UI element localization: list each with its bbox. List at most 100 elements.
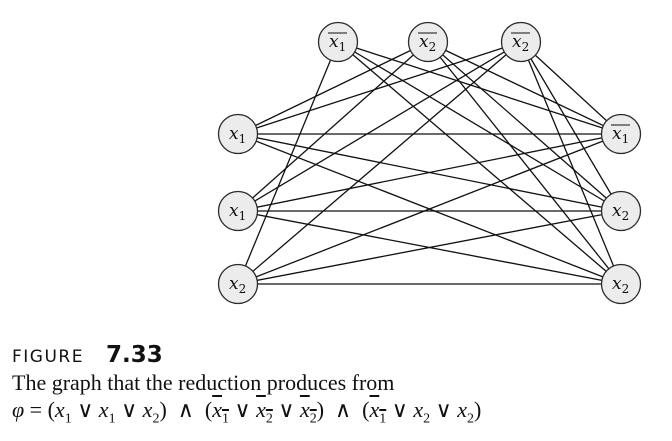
literal-var: x — [212, 397, 222, 422]
node-circle — [600, 190, 642, 232]
formula-paren: ) — [159, 397, 167, 422]
node-circle — [407, 21, 449, 63]
formula-paren: ( — [204, 397, 213, 422]
formula-phi: φ — [12, 397, 25, 422]
graph-edges — [237, 41, 622, 285]
formula: φ = (x1 ∨ x1 ∨ x2) ∧ (x1 ∨ x2 ∨ x2) ∧ (x… — [12, 396, 662, 433]
node-sub: 2 — [522, 40, 530, 54]
node-var: x — [612, 201, 622, 221]
figure-heading: FIGURE 7.33 — [12, 342, 662, 370]
node-circle — [317, 21, 359, 63]
literal-var: x — [299, 397, 310, 422]
negated-literal: x2 — [299, 397, 317, 426]
literal-var: x — [256, 397, 266, 422]
node-c3a: x1 — [600, 113, 642, 155]
negated-literal: x2 — [256, 397, 273, 426]
node-circle — [600, 113, 642, 155]
literal-sub: 2 — [423, 411, 431, 427]
node-c3b: x2 — [600, 190, 642, 232]
formula-or: ∨ — [228, 397, 257, 422]
node-var: x — [329, 32, 339, 52]
negated-literal: x1 — [369, 397, 386, 426]
node-var: x — [612, 274, 622, 294]
edge-c2b-c3b — [427, 41, 622, 212]
literal-var: x — [413, 397, 424, 422]
node-circle — [600, 263, 642, 305]
literal-var: x — [142, 397, 153, 422]
node-label: x1 — [612, 124, 629, 146]
node-label: x2 — [419, 32, 436, 54]
edge-c2c-c3a — [520, 41, 622, 135]
literal-sub: 1 — [108, 411, 116, 427]
node-circle — [217, 113, 259, 155]
figure-label: FIGURE — [12, 347, 84, 367]
node-c2c: x2 — [500, 21, 542, 63]
edge-c2a-c3c — [337, 41, 622, 285]
node-var: x — [229, 274, 239, 294]
node-var: x — [512, 32, 522, 52]
node-label: x2 — [512, 32, 529, 54]
node-sub: 2 — [622, 209, 630, 223]
formula-or: ∨ — [71, 397, 99, 422]
formula-or: ∨ — [386, 397, 414, 422]
edge-c1a-c2c — [237, 41, 522, 135]
node-label: x1 — [329, 32, 346, 54]
node-circle — [500, 21, 542, 63]
node-label: x1 — [229, 201, 246, 223]
edge-c1c-c3a — [237, 133, 622, 285]
literal: x2 — [457, 397, 474, 426]
formula-or: ∨ — [430, 397, 458, 422]
node-var: x — [229, 201, 239, 221]
node-c1b: x1 — [217, 190, 259, 232]
node-c2b: x2 — [407, 21, 449, 63]
node-sub: 1 — [239, 132, 247, 146]
edge-c2b-c3c — [427, 41, 622, 285]
formula-paren: ( — [362, 397, 370, 422]
node-sub: 1 — [622, 132, 630, 146]
literal-var: x — [369, 397, 380, 422]
literal-sub: 2 — [467, 411, 474, 427]
literal-sub: 2 — [152, 411, 160, 427]
node-var: x — [419, 32, 429, 52]
edge-c1b-c2c — [237, 41, 522, 212]
formula-or: ∨ — [272, 397, 300, 422]
node-sub: 1 — [339, 40, 347, 54]
edge-c1b-c3a — [237, 133, 622, 212]
node-sub: 2 — [239, 282, 247, 296]
figure-caption: FIGURE 7.33 The graph that the reduction … — [12, 342, 662, 433]
node-label: x2 — [612, 274, 629, 296]
edge-c2b-c3a — [427, 41, 622, 135]
literal-var: x — [54, 397, 65, 422]
literal: x1 — [54, 397, 72, 426]
edge-c2a-c3a — [337, 41, 622, 135]
node-var: x — [612, 124, 622, 144]
formula-or: ∨ — [115, 397, 143, 422]
node-sub: 2 — [429, 40, 437, 54]
literal-sub: 1 — [379, 411, 387, 427]
caption-text: The graph that the reduction produces fr… — [12, 370, 395, 395]
literal: x2 — [142, 397, 160, 426]
edge-c1c-c3b — [237, 210, 622, 285]
formula-and: ∧ — [324, 397, 363, 422]
node-c1a: x1 — [217, 113, 259, 155]
edge-c1b-c2b — [237, 41, 429, 212]
node-sub: 1 — [239, 209, 247, 223]
node-var: x — [229, 124, 239, 144]
literal-sub: 1 — [64, 411, 72, 427]
literal: x1 — [99, 397, 116, 426]
node-circle — [217, 263, 259, 305]
literal-sub: 1 — [221, 411, 229, 427]
edge-c2c-c3b — [520, 41, 622, 212]
node-c1c: x2 — [217, 263, 259, 305]
figure-number: 7.33 — [105, 342, 163, 368]
negated-literal: x1 — [212, 397, 229, 426]
literal-var: x — [457, 397, 467, 422]
node-label: x1 — [229, 124, 246, 146]
literal: x2 — [413, 397, 430, 426]
literal-sub: 2 — [265, 411, 273, 427]
formula-paren: ( — [47, 397, 55, 422]
literal-sub: 2 — [309, 411, 317, 427]
formula-paren: ) — [474, 397, 482, 422]
